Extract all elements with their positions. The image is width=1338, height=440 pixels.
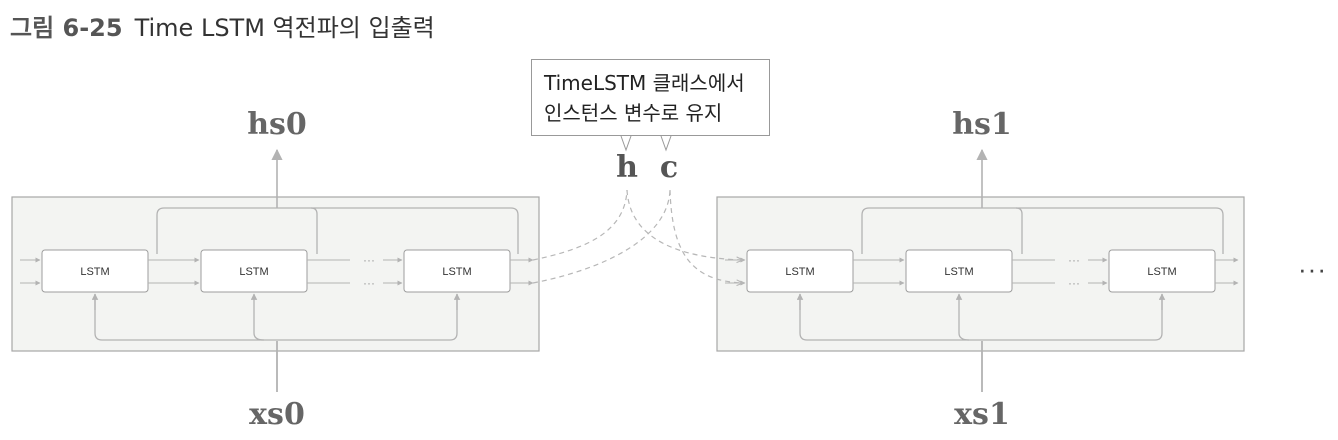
lstm-cell-label: LSTM bbox=[944, 266, 973, 278]
figure-number: 그림 6-25 bbox=[10, 14, 123, 42]
hidden-state-connections bbox=[532, 135, 743, 283]
time-lstm-block-1: LSTM LSTM LSTM ··· ··· bbox=[716, 148, 1245, 392]
instance-variable-callout: TimeLSTM 클래스에서 인스턴스 변수로 유지 bbox=[531, 59, 770, 136]
lstm-cell-label: LSTM bbox=[442, 266, 471, 278]
lstm-cell: LSTM bbox=[41, 249, 149, 293]
callout-line-1: TimeLSTM 클래스에서 bbox=[544, 71, 745, 95]
lstm-cell-label: LSTM bbox=[785, 266, 814, 278]
figure-caption: Time LSTM 역전파의 입출력 bbox=[134, 14, 435, 42]
lstm-cell: LSTM bbox=[905, 249, 1013, 293]
lstm-cell-label: LSTM bbox=[239, 266, 268, 278]
ellipsis: ··· bbox=[363, 276, 375, 290]
input-label-xs1: xs1 bbox=[954, 397, 1010, 432]
lstm-cell: LSTM bbox=[1108, 249, 1216, 293]
continuation-ellipsis: ··· bbox=[1298, 254, 1327, 284]
cell-state-label: c bbox=[659, 150, 679, 185]
ellipsis: ··· bbox=[1068, 276, 1080, 290]
ellipsis: ··· bbox=[1068, 253, 1080, 267]
time-lstm-block-0: LSTM LSTM LSTM ··· ··· bbox=[11, 148, 540, 392]
figure-title: 그림 6-25 Time LSTM 역전파의 입출력 bbox=[10, 8, 435, 43]
ellipsis: ··· bbox=[363, 253, 375, 267]
lstm-cell-label: LSTM bbox=[80, 266, 109, 278]
output-label-hs0: hs0 bbox=[247, 107, 307, 142]
lstm-cell: LSTM bbox=[746, 249, 854, 293]
lstm-cell: LSTM bbox=[403, 249, 511, 293]
output-label-hs1: hs1 bbox=[952, 107, 1012, 142]
lstm-cell: LSTM bbox=[200, 249, 308, 293]
lstm-cell-label: LSTM bbox=[1147, 266, 1176, 278]
hidden-state-label: h bbox=[616, 150, 638, 185]
input-label-xs0: xs0 bbox=[249, 397, 305, 432]
callout-line-2: 인스턴스 변수로 유지 bbox=[544, 101, 723, 125]
